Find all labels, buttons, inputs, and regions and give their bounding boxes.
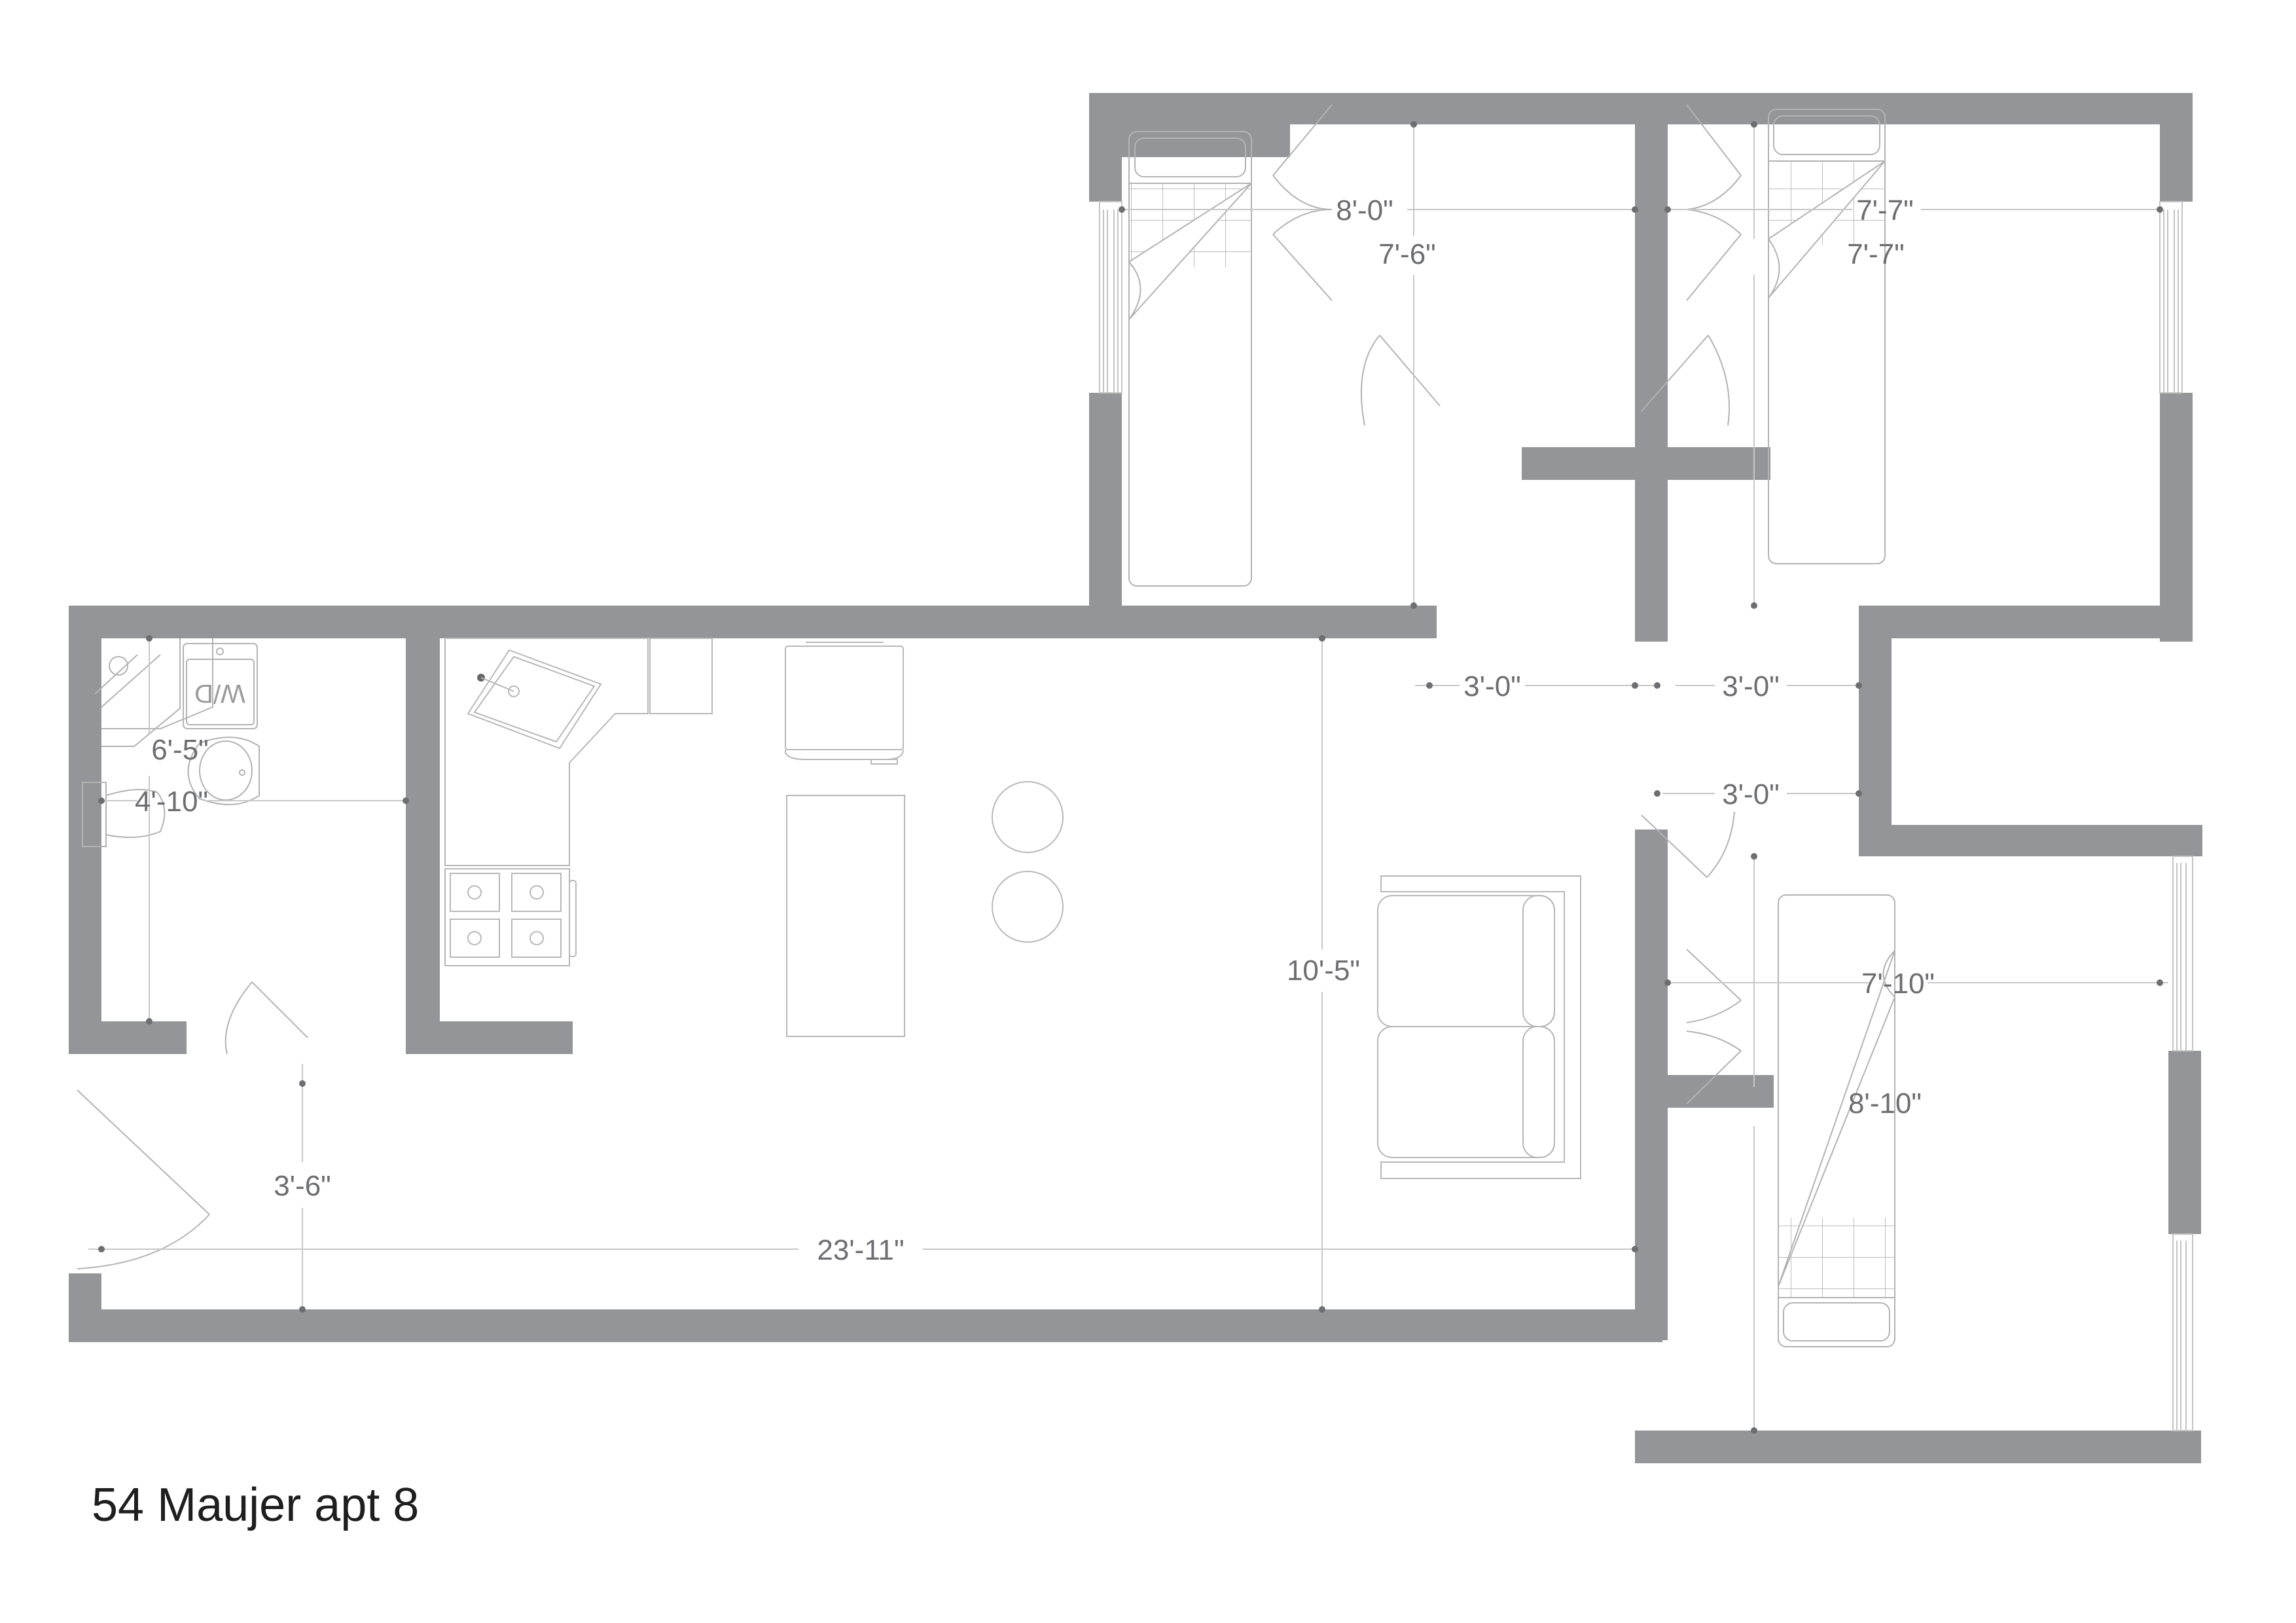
- wall-br1-left-lower: [1089, 393, 1122, 606]
- wall-br2-bottom: [1867, 606, 2193, 638]
- wall-closet-ledge: [1522, 447, 1770, 480]
- dim-hall-a: 3'-0": [1463, 670, 1521, 702]
- window-br3-upper: [2172, 856, 2193, 1051]
- dim-br1-width: 8'-0": [1336, 194, 1393, 227]
- counter-segment: [649, 638, 713, 714]
- kitchen-sink-icon: [467, 649, 602, 750]
- stool-2: [992, 871, 1064, 943]
- door-br1-entry[interactable]: [1360, 335, 1441, 426]
- wall-bath-bottom-left: [69, 1021, 187, 1054]
- dimension-dots: [98, 121, 2163, 1434]
- dim-br2-depth: 7'-7": [1847, 238, 1905, 270]
- wall-br3-corner: [2168, 825, 2201, 856]
- bed-br3: [1778, 894, 1896, 1347]
- wall-living-top: [69, 606, 1437, 638]
- wall-br3-top: [1859, 825, 2202, 856]
- dim-hall-c: 3'-0": [1722, 778, 1780, 811]
- wall-bath-right: [406, 638, 440, 1054]
- refrigerator-icon: [785, 642, 904, 765]
- dim-living-length: 23'-11": [817, 1234, 904, 1266]
- door-br2-closet-lower[interactable]: [1686, 209, 1742, 301]
- dim-br3-width: 7'-10": [1861, 968, 1935, 1000]
- dimension-labels: 8'-0" 7'-6" 7'-7" 7'-7" 3'-0" 3'-0" 3'-0…: [135, 194, 1935, 1266]
- wall-central-vertical: [1635, 124, 1668, 642]
- dim-bath-width: 4'-10": [135, 786, 208, 818]
- stool-1: [992, 781, 1064, 853]
- dim-br2-width: 7'-7": [1856, 194, 1914, 227]
- wall-br3-bottom: [1635, 1431, 2201, 1463]
- door-front-entry[interactable]: [77, 1089, 210, 1269]
- dim-br1-depth: 7'-6": [1378, 238, 1436, 270]
- wall-top-left-step: [1089, 93, 1290, 157]
- wall-living-left-upper: [69, 606, 101, 1051]
- door-br2-closet-upper[interactable]: [1686, 104, 1742, 210]
- dining-table: [786, 795, 905, 1037]
- plan-title: 54 Maujer apt 8: [92, 1479, 420, 1531]
- door-bathroom[interactable]: [224, 981, 308, 1055]
- svg-text:W/D: W/D: [194, 679, 245, 708]
- wall-br1-left-upper: [1089, 93, 1122, 202]
- toilet-icon: [82, 782, 166, 847]
- range-icon: [444, 868, 577, 966]
- window-br1: [1099, 201, 1122, 393]
- washer-dryer-icon: W/D: [183, 643, 258, 729]
- wall-kitchen-bottom: [406, 1021, 573, 1054]
- dimension-lines: [88, 121, 2168, 1434]
- counter-l: [444, 638, 649, 866]
- door-br1-closet-upper[interactable]: [1272, 104, 1333, 210]
- door-br2-entry[interactable]: [1641, 335, 1730, 426]
- door-br3-closet-lower[interactable]: [1686, 1030, 1742, 1104]
- wall-br3-ledge: [1635, 1075, 1774, 1108]
- wall-br2-right-lower: [2160, 393, 2193, 642]
- doors: [77, 104, 1742, 1269]
- windows: [1099, 201, 2193, 1431]
- walls: [69, 93, 2202, 1463]
- door-br3-closet-upper[interactable]: [1686, 949, 1742, 1023]
- kitchen: [444, 638, 1064, 1037]
- bed-br2: [1767, 109, 1886, 564]
- dim-br3-depth: 8'-10": [1848, 1087, 1922, 1120]
- bed-br1: [1128, 131, 1252, 587]
- door-br1-closet-lower[interactable]: [1272, 209, 1333, 301]
- dim-living-depth: 10'-5": [1287, 955, 1360, 987]
- sofa-icon: [1377, 875, 1581, 1179]
- window-br3-lower: [2172, 1233, 2193, 1431]
- dim-hall-b: 3'-0": [1722, 670, 1780, 702]
- wall-br2-right-upper: [2160, 93, 2193, 202]
- dim-bath-depth: 6'-5": [151, 734, 209, 766]
- door-br3-entry[interactable]: [1641, 811, 1735, 878]
- wall-hall-right: [1859, 606, 1892, 851]
- wall-living-bottom: [69, 1309, 1662, 1342]
- window-br2: [2159, 201, 2183, 393]
- dim-entry-width: 3'-6": [274, 1170, 331, 1202]
- wall-br3-right-mid: [2168, 1051, 2201, 1234]
